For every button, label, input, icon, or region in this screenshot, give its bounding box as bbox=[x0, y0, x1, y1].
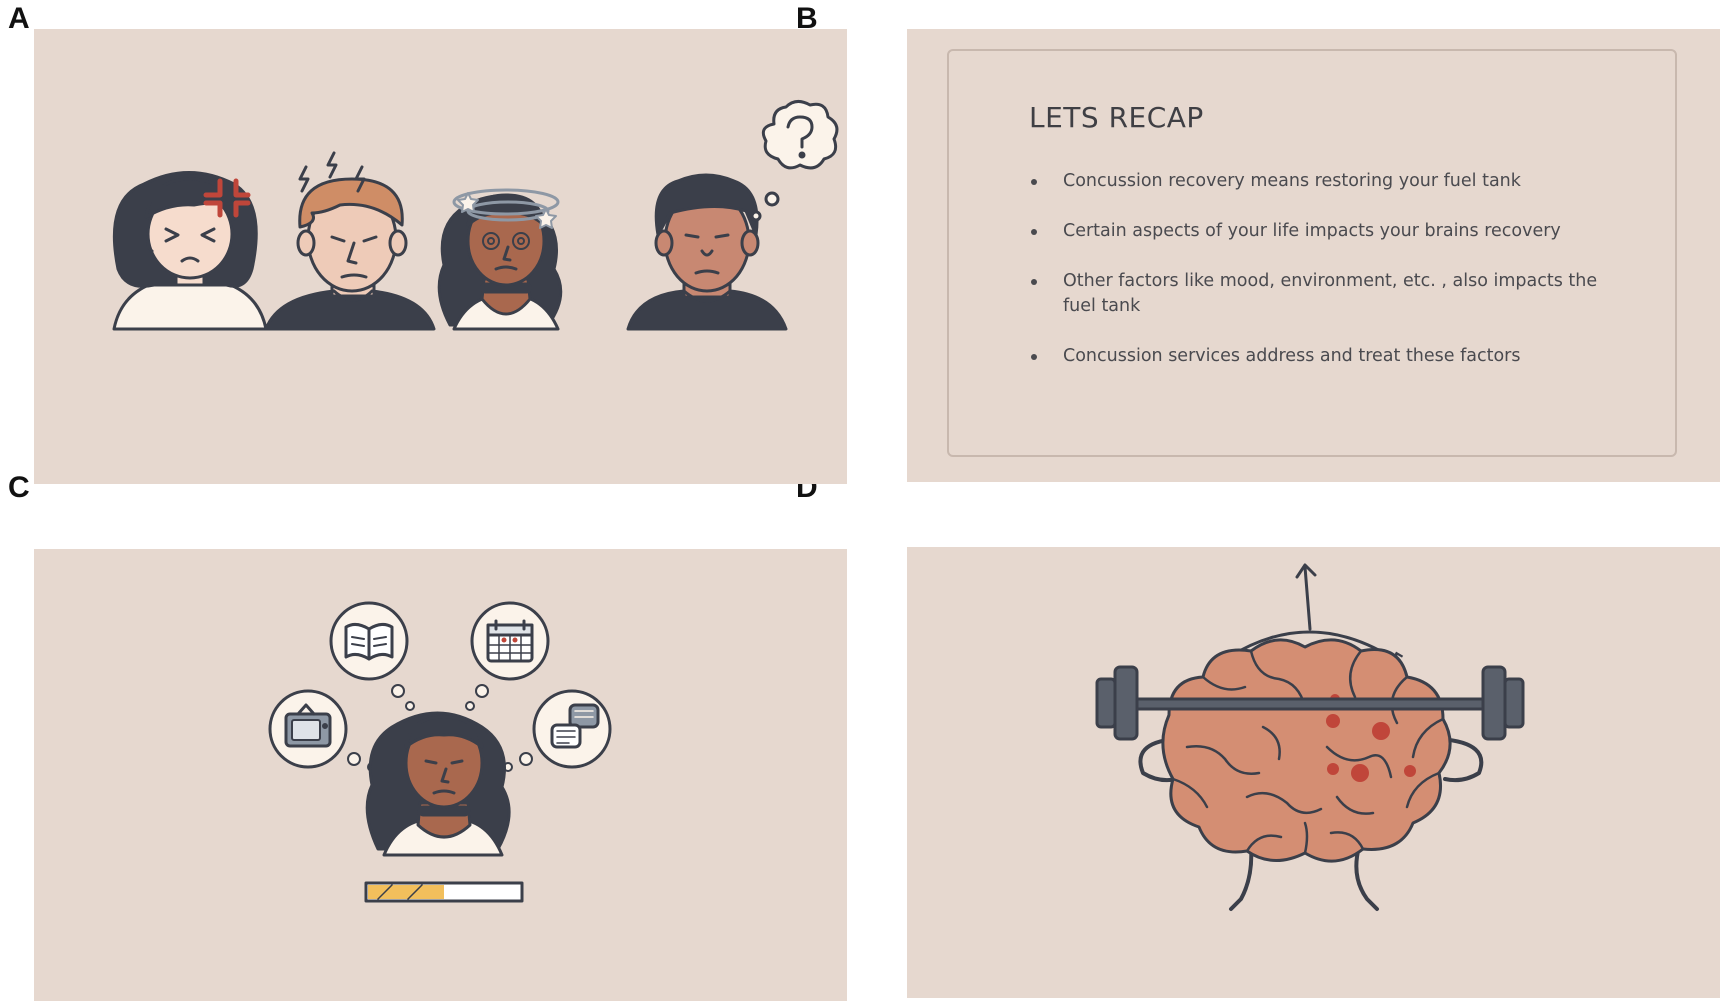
list-item-text: Other factors like mood, environment, et… bbox=[1063, 271, 1598, 316]
list-item-text: Concussion recovery means restoring your… bbox=[1063, 171, 1521, 191]
panel-a-symptom-faces bbox=[34, 29, 847, 484]
question-mark-icon bbox=[750, 100, 839, 222]
brain-icon bbox=[1161, 638, 1452, 863]
list-item-text: Certain aspects of your life impacts you… bbox=[1063, 221, 1561, 241]
angry-person-icon bbox=[112, 171, 268, 331]
panel-c-activities-thoughts bbox=[34, 549, 847, 1001]
brain-arm-icon bbox=[1138, 737, 1484, 783]
thought-dots-icon bbox=[347, 684, 533, 772]
tv-icon bbox=[268, 689, 348, 769]
panel-d-brain-barbell: E F bbox=[907, 547, 1720, 998]
barbell-icon bbox=[1095, 665, 1525, 741]
panel-label-b: B bbox=[796, 2, 818, 35]
panel-b-recap-slide: LETS RECAP Concussion recovery means res… bbox=[907, 29, 1720, 482]
chat-bubbles-icon bbox=[532, 689, 612, 769]
bullet-icon bbox=[1031, 179, 1037, 185]
list-item-text: Concussion services address and treat th… bbox=[1063, 346, 1521, 366]
bullet-icon bbox=[1031, 354, 1037, 360]
symptom-faces-illustration bbox=[112, 100, 839, 331]
bullet-icon bbox=[1031, 229, 1037, 235]
list-item: Concussion recovery means restoring your… bbox=[1029, 169, 1629, 194]
activities-illustration bbox=[268, 601, 612, 903]
recap-title: LETS RECAP bbox=[1029, 101, 1204, 134]
panel-label-c: C bbox=[8, 471, 30, 504]
headache-person-icon bbox=[264, 177, 436, 331]
list-item: Certain aspects of your life impacts you… bbox=[1029, 219, 1629, 244]
list-item: Other factors like mood, environment, et… bbox=[1029, 269, 1629, 319]
bullet-icon bbox=[1031, 279, 1037, 285]
confused-person-icon bbox=[626, 173, 788, 331]
fuel-level-bar bbox=[364, 881, 524, 903]
fuel-gauge-icon bbox=[1227, 563, 1393, 659]
recap-list: Concussion recovery means restoring your… bbox=[1029, 169, 1629, 394]
book-icon bbox=[329, 601, 409, 681]
recap-frame bbox=[947, 49, 1677, 457]
calendar-icon bbox=[470, 601, 550, 681]
thinking-person-icon bbox=[365, 711, 511, 857]
brain-barbell-illustration: E F bbox=[1095, 563, 1525, 911]
anger-mark-icon bbox=[203, 178, 251, 218]
list-item: Concussion services address and treat th… bbox=[1029, 344, 1629, 369]
star-icon bbox=[457, 192, 557, 229]
lightning-bolt-icon bbox=[298, 151, 366, 193]
panel-label-a: A bbox=[8, 2, 30, 35]
